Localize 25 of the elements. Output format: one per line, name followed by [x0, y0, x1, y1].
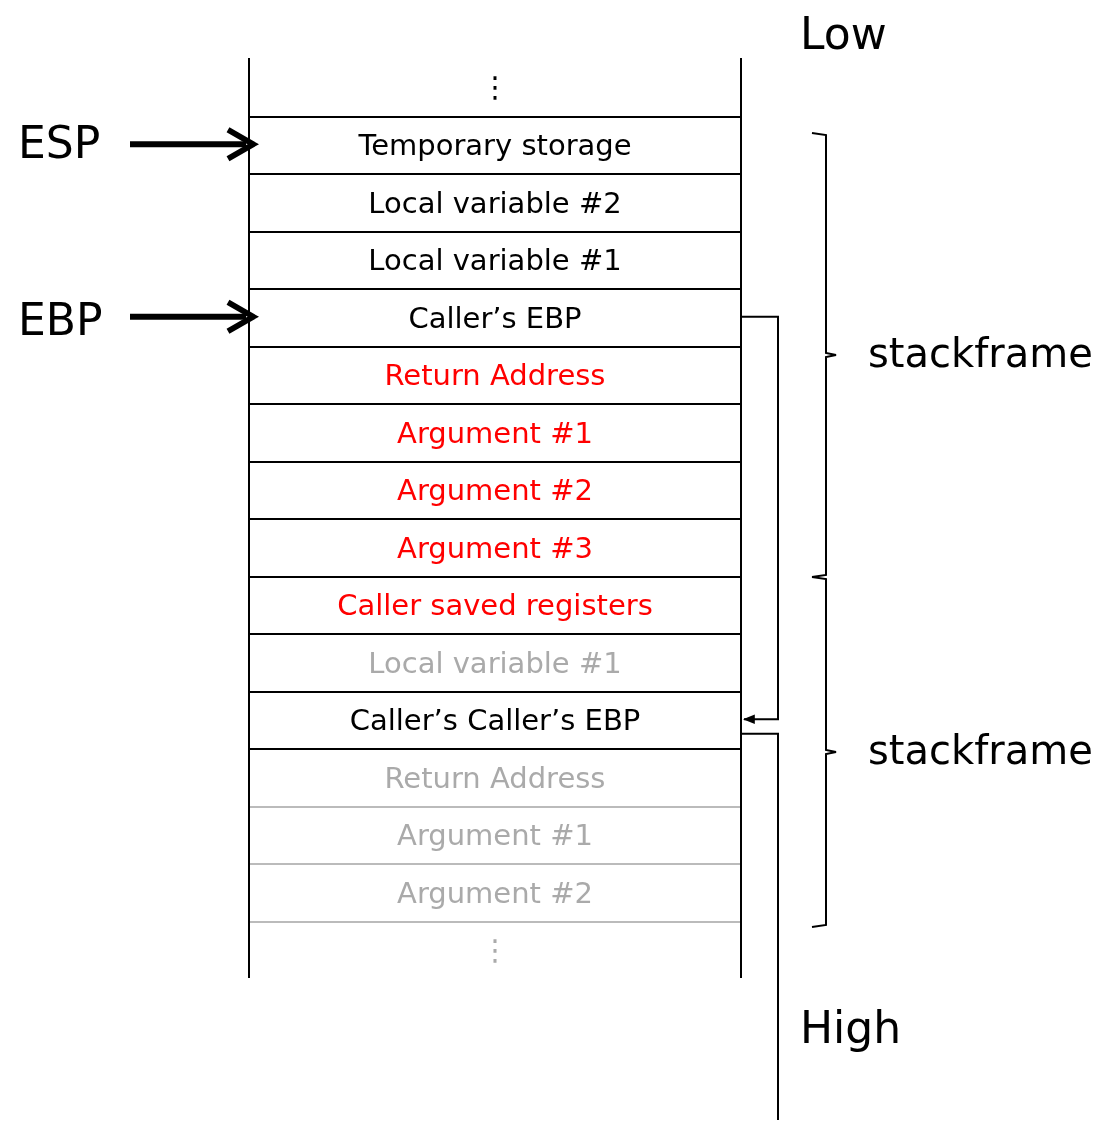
cell-text: Argument #2 — [397, 473, 593, 508]
cell-text: Temporary storage — [358, 128, 632, 163]
bracket-label: stackframe — [868, 726, 1093, 775]
cell-text: Local variable #2 — [368, 185, 622, 220]
link-arrow — [741, 315, 779, 725]
direction-label: Low — [800, 8, 887, 60]
cell-text: Argument #1 — [397, 415, 593, 450]
cell-text: ⋮ — [480, 933, 510, 968]
cell-text: Caller saved registers — [337, 588, 653, 623]
pointer-arrow — [130, 126, 257, 162]
bracket-label: stackframe — [868, 329, 1093, 378]
register-label: EBP — [18, 295, 103, 345]
cell-text: Caller’s Caller’s EBP — [349, 703, 641, 738]
cell-text: Argument #3 — [397, 530, 593, 565]
register-label: ESP — [18, 118, 101, 168]
pointer-arrow — [130, 299, 257, 335]
cell-text: Argument #2 — [397, 875, 593, 910]
cell-text: Argument #1 — [397, 818, 593, 853]
cell-text: Return Address — [384, 358, 606, 393]
cell-text: Local variable #1 — [368, 645, 622, 680]
cell-text: Return Address — [384, 760, 606, 795]
cell-text: Caller’s EBP — [408, 300, 582, 335]
cell-text: Local variable #1 — [368, 243, 622, 278]
direction-label: High — [800, 1002, 902, 1054]
cell-text: ⋮ — [480, 69, 510, 104]
